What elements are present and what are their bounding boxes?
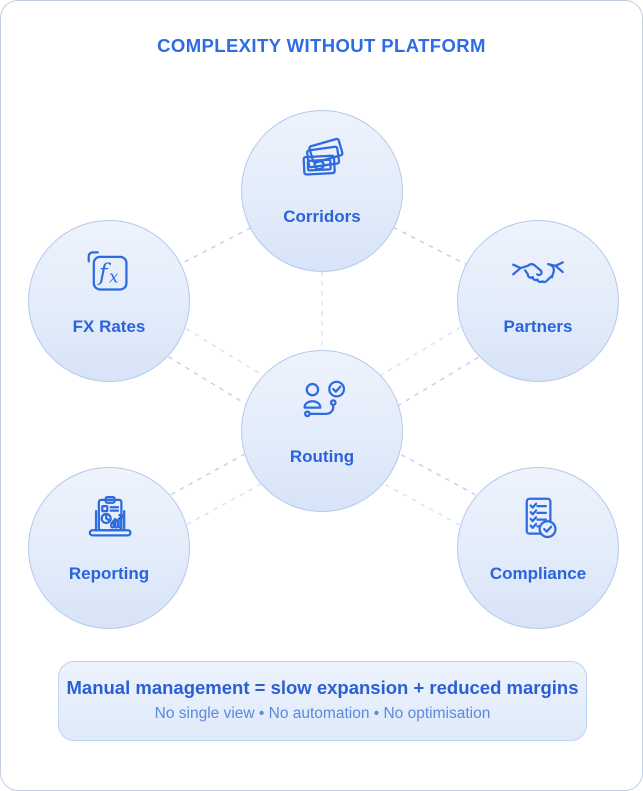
banner-headline: Manual management = slow expansion + red…	[66, 677, 579, 698]
node-fx-rates: f x FX Rates	[28, 220, 190, 382]
compliance-checklist-icon	[511, 492, 565, 546]
svg-text:x: x	[109, 267, 119, 287]
banner-subtext: No single view • No automation • No opti…	[154, 705, 491, 722]
node-label-compliance: Compliance	[489, 564, 587, 583]
node-label-partners: Partners	[503, 317, 573, 336]
node-reporting: Reporting	[28, 467, 190, 629]
node-corridors: Corridors	[241, 110, 403, 272]
fx-rates-icon: f x	[82, 245, 136, 299]
network-diagram: Corridors f x FX Rates	[1, 1, 642, 661]
node-label-fx-rates: FX Rates	[72, 317, 146, 336]
report-chart-icon	[81, 492, 137, 546]
node-label-corridors: Corridors	[283, 207, 361, 226]
node-compliance: Compliance	[457, 467, 619, 629]
node-routing: Routing	[241, 350, 403, 512]
node-partners: Partners	[457, 220, 619, 382]
banknotes-icon	[295, 135, 349, 189]
routing-path-icon	[295, 375, 349, 429]
page-title: COMPLEXITY WITHOUT PLATFORM	[157, 35, 486, 56]
node-label-routing: Routing	[289, 447, 355, 466]
node-label-reporting: Reporting	[68, 564, 150, 583]
summary-banner: Manual management = slow expansion + red…	[58, 661, 587, 741]
handshake-icon	[510, 245, 566, 299]
